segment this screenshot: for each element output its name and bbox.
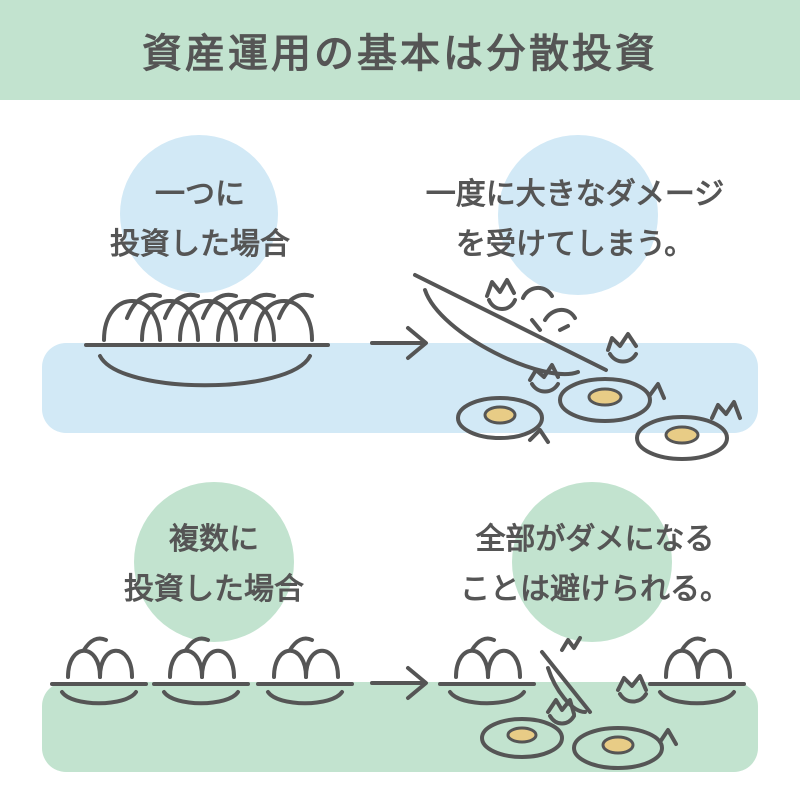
three-baskets-with-eggs	[50, 636, 354, 706]
safe-basket-right	[648, 636, 746, 706]
top-right-label-line1: 一度に大きなダメージ	[425, 177, 725, 212]
top-left-label-line1: 一つに	[155, 177, 245, 212]
single-basket-with-eggs	[84, 292, 330, 388]
bottom-arrow-icon	[370, 666, 428, 700]
top-right-label: 一度に大きなダメージ を受けてしまう。	[375, 170, 775, 270]
top-right-circle	[498, 135, 658, 295]
bottom-right-label-line2: ことは避けられる。	[460, 572, 730, 607]
bottom-right-label: 全部がダメになる ことは避けられる。	[415, 515, 775, 615]
top-right-label-line2: を受けてしまう。	[455, 227, 695, 262]
bottom-left-label: 複数に 投資した場合	[74, 515, 354, 615]
top-left-label-line2: 投資した場合	[110, 227, 290, 262]
tilted-basket	[413, 273, 608, 377]
bottom-left-label-line1: 複数に	[169, 522, 259, 557]
egg-row	[102, 292, 314, 342]
dropped-basket-broken-eggs	[413, 273, 742, 461]
page-title: 資産運用の基本は分散投資	[142, 31, 658, 77]
title-banner: 資産運用の基本は分散投資	[0, 0, 800, 100]
bottom-left-circle	[134, 482, 294, 642]
bottom-left-label-line2: 投資した場合	[124, 572, 304, 607]
falling-eggs	[485, 278, 666, 400]
top-left-label: 一つに 投資した場合	[60, 170, 340, 270]
safe-basket-left	[438, 636, 536, 706]
dropped-small-basket	[540, 636, 648, 726]
top-arrow-icon	[370, 326, 428, 360]
one-basket-dropped	[438, 636, 746, 770]
bottom-fried-eggs	[480, 717, 678, 770]
bottom-band	[42, 682, 758, 772]
bottom-right-label-line1: 全部がダメになる	[475, 522, 715, 557]
fried-eggs	[456, 377, 742, 461]
top-left-circle	[120, 135, 278, 293]
basket	[84, 343, 330, 388]
bottom-right-circle	[512, 482, 672, 642]
